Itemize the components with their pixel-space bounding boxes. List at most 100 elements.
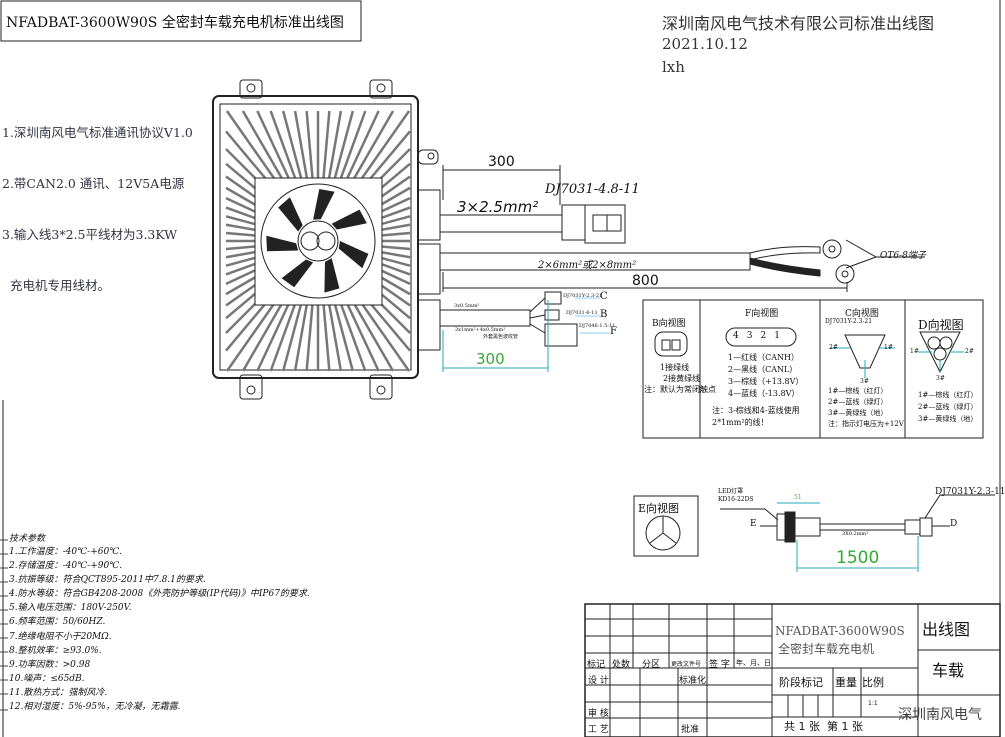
view-f-line: 1—红线（CANH） [728,353,799,362]
view-c-line: 1#—棕线（红灯） [828,387,888,395]
tb-review: 审 核 [588,709,609,719]
notes: 1.深圳南风电气标准通讯协议V1.0 2.带CAN2.0 通讯、12V5A电源 … [2,90,193,311]
pin: 2 [760,331,775,341]
view-d-title: D向视图 [918,318,964,332]
led-lens [776,513,786,541]
tb-approve: 批准 [681,725,700,735]
view-b-line: 注：默认为常闭触点 [644,385,716,394]
led-connector-label: DJ7031Y-2.3-11 [935,487,1005,497]
view-d-line: 3#—黄绿线（地） [918,415,978,423]
view-c-pin3: 3# [860,378,869,385]
fan-blades [266,189,369,293]
dim-51-label: 51 [794,494,802,501]
view-c-pin1: 1# [884,344,893,351]
title-box-text: NFADBAT-3600W90S 全密封车载充电机标准出线图 [6,15,344,31]
heatsink-fin [332,110,355,184]
heatsink-fin [241,110,290,190]
tech-param: 5.输入电压范围：180V-250V. [9,603,132,614]
heatsink-fin [225,215,261,227]
view-b-line: 2接黄绿线 [663,374,701,383]
heatsink-fin [337,296,367,372]
tb-drawing-type: 出线图 [922,620,971,639]
led-assembly [633,494,995,572]
heatsink-fin [225,250,260,259]
heatsink-fin [332,298,355,372]
tb-sheets: 共 1 张 第 1 张 [784,720,863,733]
leader-line [845,239,878,269]
tech-param: 2.存储温度：-40℃-+90℃. [9,561,123,572]
view-f-pins: 4321 [733,331,788,341]
tb-h-count: 处数 [612,660,631,670]
mount-hole [246,385,256,395]
mount-hole [376,83,386,93]
view-f-line: 2—黑线（CANL） [728,365,798,374]
wire-black [749,257,821,277]
view-d-line: 1#—棕线（红灯） [918,391,978,399]
tech-param: 3.抗振等级：符合QCT895-2011中7.8.1的要求. [9,575,206,586]
tech-params-title: 技术参数 [9,534,46,544]
tb-h-date: 年、月、日 [736,659,771,667]
view-c-note: 注：指示灯电压为+12V [828,420,904,428]
input-connector-label: DJ7031-4.8-11 [545,182,640,197]
pin: 4 [733,331,747,341]
b-connector-face [654,331,688,357]
title-block-grid [584,603,1001,737]
heatsink-fin [305,300,315,372]
view-b-line: 1接绿线 [660,363,690,372]
view-d-pin3: 3# [936,375,945,382]
input-connector [584,204,626,244]
heatsink-fin [293,110,309,183]
fan-blade [278,197,303,232]
input-wire-label: 3×2.5mm² [457,198,539,216]
note-item: 1.深圳南风电气标准通讯协议V1.0 [2,125,193,140]
ground-hole [427,152,435,160]
connector-boot [561,204,586,241]
view-c-pin2: 2# [829,344,838,351]
heatsink-fin [327,299,343,372]
note-item: 2.带CAN2.0 通讯、12V5A电源 [2,176,185,191]
tb-stage: 阶段标记 [779,676,823,689]
input-wire [439,214,563,233]
dim-800-label: 800 [632,273,659,289]
mount-hole [376,385,386,395]
label-c: C [600,291,608,302]
drawing-author: lxh [662,58,685,76]
view-d-line: 2#—蓝线（绿灯） [918,403,978,411]
heatsink-fin [269,110,299,186]
label-d: D [950,519,958,529]
tb-h-zone: 分区 [642,660,661,670]
heatsink-fin [241,292,290,372]
output-wire-label: 2×6mm²或2×8mm² [538,260,637,271]
led-part-label: KD16-22DS [718,496,754,503]
heatsink-fin [346,110,395,190]
view-f-line: 3—棕线（+13.8V） [728,377,804,386]
heatsink-fin [281,298,304,372]
ring-lug [835,264,855,284]
tb-h-sign: 签 字 [709,660,730,670]
tb-design: 设 计 [588,676,609,686]
pin: 1 [774,331,788,341]
heatsink-fin [256,110,294,188]
heatsink-fin [376,250,411,259]
signal-wire [439,309,531,327]
heatsink-fin [321,300,331,372]
company-header: 深圳南风电气技术有限公司标准出线图 [662,14,935,33]
e-view-frame [633,495,699,557]
tb-scale: 比例 [862,676,884,689]
heatsink-fin [337,110,367,186]
view-c-line: 3#—黄绿线（地） [828,409,888,417]
mount-tab [239,374,263,400]
fan-blade [338,241,369,269]
heatsink-fin [327,110,343,183]
view-f-note: 注：3-棕线和4-蓝线使用2*1mm²的线！ [712,406,800,427]
connector-c [544,291,562,305]
led-connector [919,517,933,537]
mount-tab [239,79,263,99]
pin: 3 [746,331,761,341]
label-f: F [610,326,617,337]
tb-category: 车载 [932,661,965,680]
conn-c-label: DJ7031Y-2.3-21 [563,293,603,299]
view-d-pin2: 2# [965,348,974,355]
tech-param: 8.整机效率：≥93.0%. [9,645,102,656]
